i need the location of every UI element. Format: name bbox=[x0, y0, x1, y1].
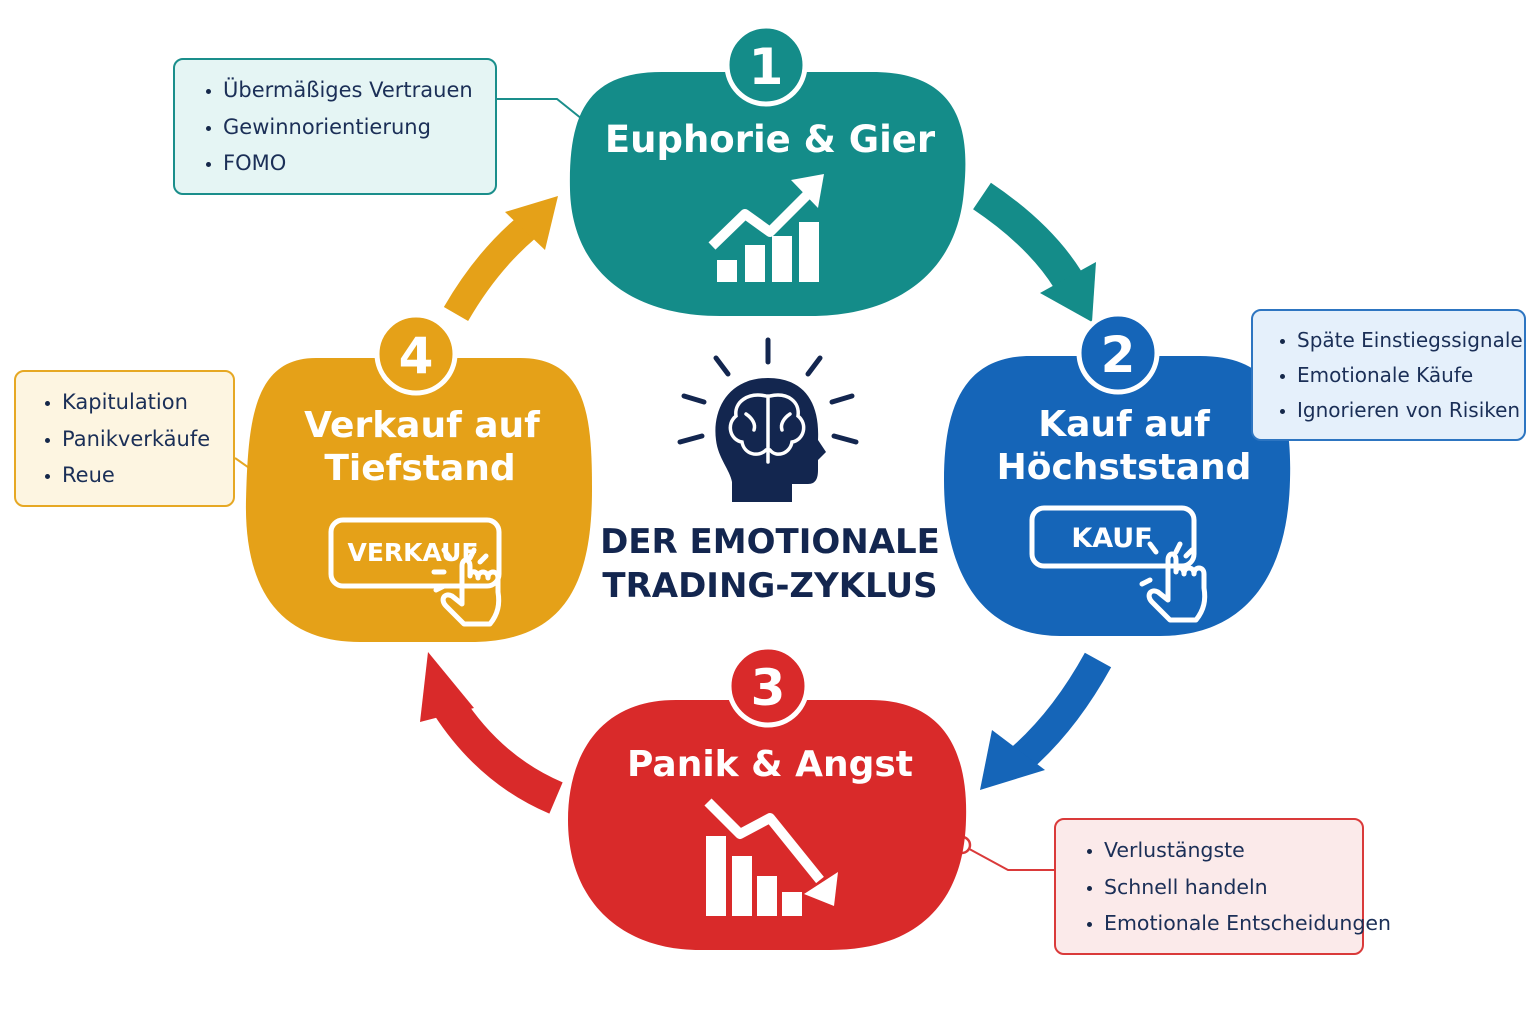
stage-1-number: 1 bbox=[749, 38, 784, 96]
stage-4-label-line-2: Tiefstand bbox=[324, 448, 515, 489]
list-item: Verlustängste bbox=[1104, 832, 1346, 869]
sell-button-graphic: VERKAUF bbox=[328, 517, 502, 589]
list-item: Übermäßiges Vertrauen bbox=[223, 72, 479, 109]
arrow-2-to-3 bbox=[980, 652, 1112, 790]
callout-stage-4: Kapitulation Panikverkäufe Reue bbox=[14, 370, 235, 507]
stage-1-blob bbox=[569, 72, 966, 316]
callout-stage-3-list: Verlustängste Schnell handeln Emotionale… bbox=[1082, 832, 1391, 942]
stage-3-number-badge bbox=[726, 644, 810, 728]
brain-head-icon bbox=[677, 337, 859, 502]
callout-stage-4-list: Kapitulation Panikverkäufe Reue bbox=[40, 384, 217, 494]
sell-button-label: VERKAUF bbox=[347, 538, 478, 567]
buy-button-graphic: KAUF bbox=[1029, 505, 1197, 569]
diagram-title-line-1: DER EMOTIONALE bbox=[600, 522, 940, 562]
list-item: Schnell handeln bbox=[1104, 869, 1346, 906]
list-item: Reue bbox=[62, 457, 217, 494]
stage-2-label-line-1: Kauf auf bbox=[1038, 404, 1210, 445]
callout-stage-2-list: Späte Einstiegssignale Emotionale Käufe … bbox=[1275, 323, 1523, 428]
stage-4-number: 4 bbox=[399, 327, 434, 385]
connector-3 bbox=[952, 835, 1054, 871]
list-item: Panikverkäufe bbox=[62, 421, 217, 458]
stage-2-number-badge bbox=[1076, 311, 1160, 395]
stage-3-number: 3 bbox=[751, 659, 786, 717]
callout-stage-1-list: Übermäßiges Vertrauen Gewinnorientierung… bbox=[201, 72, 479, 182]
diagram-title-line-2: TRADING-ZYKLUS bbox=[602, 566, 937, 606]
click-hand-icon bbox=[431, 547, 502, 627]
stage-2: 2 Kauf auf Höchststand KAUF bbox=[944, 311, 1291, 636]
arrow-3-to-4 bbox=[420, 652, 563, 814]
stage-4-number-badge bbox=[374, 312, 458, 396]
stage-3: 3 Panik & Angst bbox=[568, 644, 967, 950]
buy-button-label: KAUF bbox=[1071, 523, 1152, 554]
stage-3-label: Panik & Angst bbox=[627, 744, 913, 785]
stage-2-number: 2 bbox=[1101, 326, 1136, 384]
stage-2-label-line-2: Höchststand bbox=[997, 447, 1252, 488]
arrow-1-to-2 bbox=[973, 182, 1096, 322]
rising-chart-icon bbox=[708, 174, 824, 282]
list-item: FOMO bbox=[223, 145, 479, 182]
stage-4-blob bbox=[245, 358, 592, 642]
arrow-4-to-1 bbox=[443, 196, 558, 322]
list-item: Ignorieren von Risiken bbox=[1297, 393, 1520, 428]
list-item: Gewinnorientierung bbox=[223, 109, 479, 146]
callout-stage-3: Verlustängste Schnell handeln Emotionale… bbox=[1054, 818, 1391, 955]
stage-4-label-line-1: Verkauf auf bbox=[304, 405, 540, 446]
stage-1-number-badge bbox=[724, 23, 808, 107]
callout-stage-1: Übermäßiges Vertrauen Gewinnorientierung… bbox=[173, 58, 497, 195]
stage-1: 1 Euphorie & Gier bbox=[569, 23, 966, 316]
list-item: Emotionale Entscheidungen bbox=[1104, 905, 1391, 942]
list-item: Späte Einstiegssignale bbox=[1297, 323, 1523, 358]
list-item: Emotionale Käufe bbox=[1297, 358, 1508, 393]
falling-chart-icon bbox=[704, 798, 838, 916]
stage-2-blob bbox=[944, 356, 1291, 636]
click-hand-icon bbox=[1137, 541, 1208, 623]
stage-4: 4 Verkauf auf Tiefstand VERKAUF bbox=[245, 312, 592, 642]
stage-1-label: Euphorie & Gier bbox=[605, 118, 936, 161]
list-item: Kapitulation bbox=[62, 384, 217, 421]
callout-stage-2: Späte Einstiegssignale Emotionale Käufe … bbox=[1251, 309, 1526, 441]
